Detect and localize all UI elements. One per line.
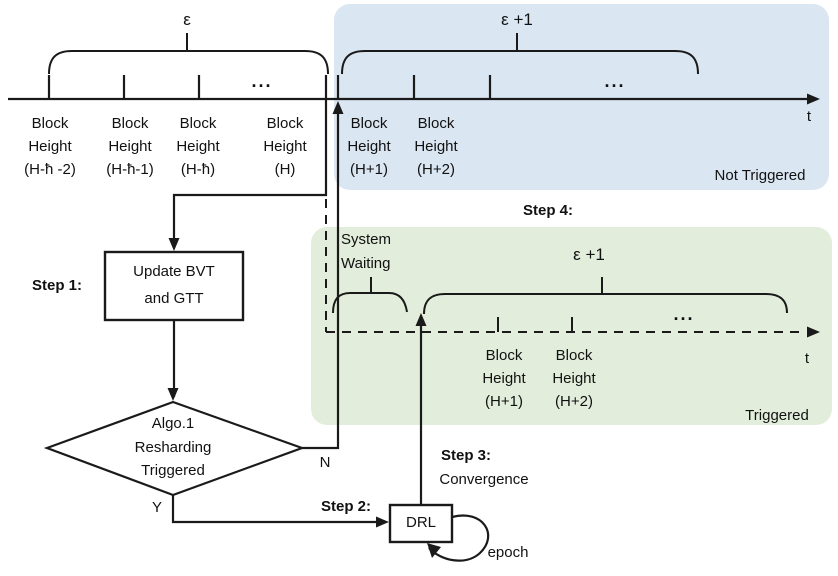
- block-height-label: Block Height (H+2): [552, 344, 595, 413]
- system-waiting-label: System Waiting: [341, 228, 391, 276]
- top-axis-label: t: [806, 108, 812, 125]
- block-line: (H-ħ): [180, 161, 216, 178]
- block-line: (H+2): [555, 393, 593, 410]
- block-height-label: Block Height (H+2): [414, 112, 457, 181]
- block-line: Block: [350, 115, 388, 132]
- block-height-label: Block Height (H+1): [482, 344, 525, 413]
- next-epoch-label: ε +1: [501, 10, 533, 29]
- block-height-label: Block Height (H-ħ -2): [24, 112, 76, 181]
- top-axis-arrowhead: [807, 93, 820, 105]
- loop-arrowhead: [427, 543, 441, 558]
- to-decision-arrowhead: [167, 388, 179, 401]
- decision-line1: Algo.1: [151, 415, 195, 432]
- block-line: (H+1): [485, 393, 523, 410]
- decision-line3: Triggered: [141, 462, 205, 479]
- block-line: Height: [108, 138, 152, 155]
- resharding-decision-diamond: [43, 400, 306, 497]
- block-line: Height: [347, 138, 391, 155]
- not-triggered-status: Not Triggered: [714, 167, 806, 184]
- arrowheads: [167, 93, 820, 558]
- block-line: Block: [555, 347, 593, 364]
- block-line: Block: [485, 347, 523, 364]
- epoch-bracket-triggered: [423, 277, 788, 315]
- triggered-axis-label: t: [804, 350, 810, 367]
- branch-no-label: N: [319, 454, 331, 471]
- epoch-label: ε: [183, 10, 191, 29]
- to-update-arrowhead: [168, 238, 180, 251]
- ellipsis-current: ...: [251, 71, 273, 91]
- top-axis-ticks: [47, 75, 492, 99]
- block-height-label: Block Height (H+1): [347, 112, 390, 181]
- update-bvt-gtt-box: [103, 250, 245, 322]
- epoch-bracket-current: [48, 33, 329, 75]
- flow-branch-no: [302, 106, 340, 450]
- step1-label: Step 1:: [31, 277, 83, 294]
- block-line: Block: [31, 115, 69, 132]
- block-line: (H): [274, 161, 296, 178]
- epoch-loop-label: epoch: [487, 544, 529, 561]
- step3-label: Step 3:: [440, 447, 492, 464]
- system-waiting-brace: [332, 277, 408, 314]
- step4-label: Step 4:: [522, 202, 574, 219]
- step2-label: Step 2:: [320, 498, 372, 515]
- block-height-label: Block Height (H-ħ-1): [106, 112, 154, 181]
- block-line: Height: [552, 370, 596, 387]
- epoch-bracket-next: [341, 33, 699, 75]
- to-drl-arrowhead: [376, 516, 389, 528]
- block-height-label: Block Height (H-ħ): [176, 112, 219, 181]
- update-box-line2: and GTT: [144, 290, 204, 307]
- system-waiting-line: Waiting: [341, 255, 391, 272]
- drl-box-label: DRL: [405, 514, 437, 531]
- dashed-timeline: [325, 199, 806, 333]
- branch-no-arrowhead: [332, 101, 344, 114]
- block-line: Block: [111, 115, 149, 132]
- block-line: Height: [263, 138, 307, 155]
- block-height-label: Block Height (H): [263, 112, 306, 181]
- block-line: Block: [179, 115, 217, 132]
- triggered-status: Triggered: [745, 407, 809, 424]
- convergence-arrowhead: [415, 313, 427, 326]
- branch-yes-label: Y: [151, 499, 163, 516]
- dashed-axis-arrowhead: [807, 326, 820, 338]
- triggered-ellipsis: ...: [673, 304, 695, 324]
- block-line: (H-ħ-1): [106, 161, 154, 178]
- system-waiting-line: System: [341, 231, 392, 248]
- block-line: Height: [28, 138, 72, 155]
- block-line: Height: [176, 138, 220, 155]
- block-line: Height: [414, 138, 458, 155]
- not-triggered-region: [334, 4, 829, 190]
- drl-epoch-loop: [428, 514, 490, 562]
- block-line: (H+2): [417, 161, 455, 178]
- decision-line2: Resharding: [134, 439, 212, 456]
- triggered-next-epoch-label: ε +1: [573, 245, 605, 264]
- block-line: Height: [482, 370, 526, 387]
- ellipsis-next: ...: [604, 71, 626, 91]
- block-line: (H+1): [350, 161, 388, 178]
- block-line: (H-ħ -2): [24, 161, 76, 178]
- convergence-label: Convergence: [439, 471, 529, 488]
- drl-box: [388, 503, 454, 544]
- flow-branch-yes: [171, 495, 384, 524]
- flow-blockH-to-update: [172, 100, 328, 246]
- block-line: Block: [266, 115, 304, 132]
- update-box-line1: Update BVT: [133, 263, 215, 280]
- block-line: Block: [417, 115, 455, 132]
- dashed-axis-ticks: [497, 317, 573, 332]
